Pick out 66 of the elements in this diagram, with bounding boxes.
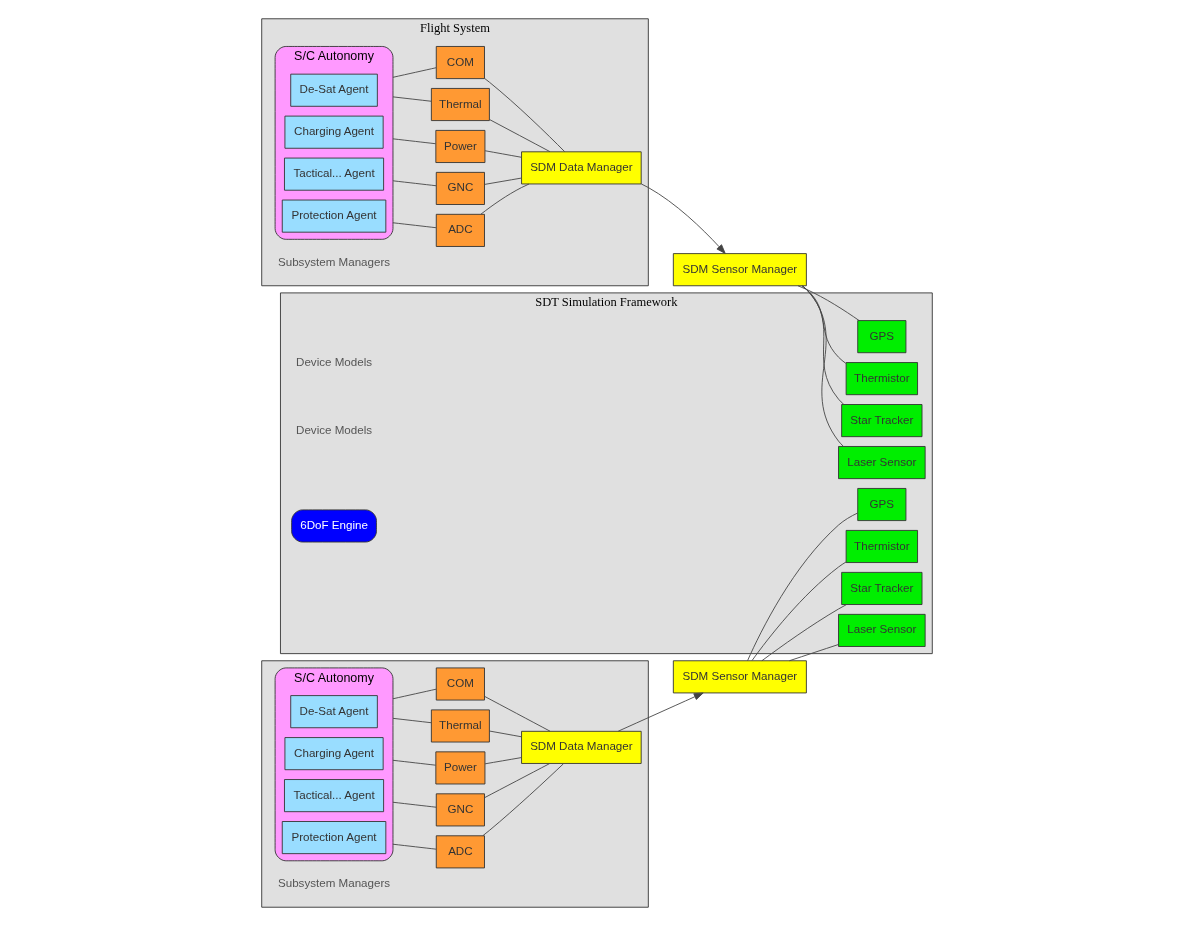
connector: [392, 180, 437, 187]
connector: [489, 119, 551, 153]
cluster: [261, 660, 649, 908]
node-box: Tactical... Agent: [284, 157, 385, 191]
node-box: Tactical... Agent: [284, 779, 385, 813]
node-box: Power: [435, 751, 486, 785]
connector: [392, 843, 437, 850]
node-box: SDM Sensor Manager: [672, 660, 807, 694]
connector: [392, 688, 437, 700]
node-box: ADC: [435, 835, 485, 869]
node-box: De-Sat Agent: [290, 73, 378, 107]
node-box: SDM Data Manager: [521, 730, 642, 764]
arrow: [640, 183, 726, 254]
node-box: SDM Data Manager: [521, 151, 642, 185]
node-box: Thermistor: [845, 529, 918, 563]
node-box: COM: [435, 667, 485, 701]
connector: [484, 695, 551, 732]
connector: [392, 96, 432, 102]
node-box: Protection Agent: [281, 199, 387, 233]
connector: [801, 285, 847, 364]
connector: [484, 757, 522, 765]
node-box: Laser Sensor: [838, 613, 926, 647]
node-box: De-Sat Agent: [290, 695, 378, 729]
node-box: Thermistor: [845, 362, 918, 396]
connector: [480, 183, 530, 215]
connector: [392, 222, 437, 229]
node-box: GNC: [435, 793, 485, 827]
connector: [797, 285, 860, 321]
connector: [751, 561, 847, 661]
connector: [747, 512, 858, 662]
node-box: GPS: [857, 320, 907, 354]
connector: [484, 763, 551, 799]
node-box: GPS: [857, 488, 907, 522]
connector: [801, 285, 845, 405]
connector: [392, 801, 437, 808]
connector: [489, 730, 522, 738]
node-box: Star Tracker: [841, 404, 923, 438]
arrow: [617, 692, 704, 732]
label: Device Models: [296, 355, 373, 369]
node-box: Power: [435, 129, 486, 163]
connector: [484, 177, 522, 185]
connector: [392, 759, 437, 766]
node-box: GNC: [435, 171, 485, 205]
node-box: Protection Agent: [281, 821, 387, 855]
connector: [482, 763, 564, 837]
label: Subsystem Managers: [277, 254, 391, 268]
connector: [761, 604, 847, 662]
node-box: SDM Sensor Manager: [672, 253, 807, 287]
connector: [392, 138, 437, 145]
connector: [392, 717, 432, 724]
node-box: 6DoF Engine: [291, 509, 377, 543]
label: Subsystem Managers: [277, 876, 391, 890]
node-box: Thermal: [430, 709, 490, 743]
node-box: ADC: [435, 213, 485, 247]
node-box: Charging Agent: [284, 737, 384, 771]
connector: [392, 67, 437, 78]
connector: [484, 77, 566, 153]
connector: [802, 285, 844, 447]
connector: [788, 644, 839, 662]
node-box: Star Tracker: [841, 571, 923, 605]
connector: [484, 150, 522, 158]
node-box: Laser Sensor: [838, 446, 926, 480]
node-box: Charging Agent: [284, 115, 384, 149]
label: Device Models: [296, 423, 373, 437]
node-box: Thermal: [430, 88, 490, 121]
node-box: COM: [435, 46, 485, 80]
